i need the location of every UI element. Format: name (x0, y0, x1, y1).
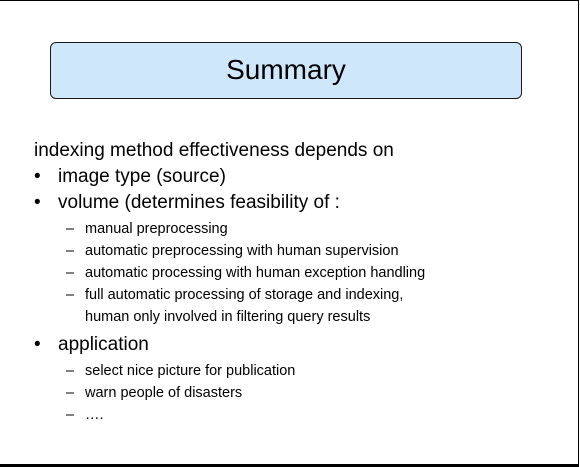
bullet-icon: • (34, 166, 41, 187)
dash-icon: – (66, 407, 75, 423)
sub-item: – automatic preprocessing with human sup… (58, 240, 564, 262)
sub-item: – full automatic processing of storage a… (58, 284, 564, 328)
slide-content: indexing method effectiveness depends on… (34, 138, 564, 430)
intro-text: indexing method effectiveness depends on (34, 140, 394, 161)
dash-icon: – (66, 265, 75, 281)
bullet-label: volume (determines feasibility of : (58, 192, 340, 213)
sub-item-label: automatic processing with human exceptio… (85, 265, 426, 281)
sub-item-label: automatic preprocessing with human super… (85, 243, 399, 259)
sub-item: – …. (58, 404, 564, 426)
bullet-item-application: • application – select nice picture for … (34, 332, 564, 426)
sub-item-label: …. (85, 407, 104, 423)
sub-item: – select nice picture for publication (58, 360, 564, 382)
bullet-icon: • (34, 192, 41, 213)
dash-icon: – (66, 287, 75, 303)
bullet-label: application (58, 334, 149, 355)
sub-list: – select nice picture for publication – … (58, 360, 564, 426)
bullet-label: image type (source) (58, 166, 226, 187)
sub-item-label-line-2: human only involved in filtering query r… (85, 309, 371, 325)
dash-icon: – (66, 243, 75, 259)
sub-item: – manual preprocessing (58, 218, 564, 240)
bullet-item-volume: • volume (determines feasibility of : – … (34, 190, 564, 328)
sub-list: – manual preprocessing – automatic prepr… (58, 218, 564, 328)
dash-icon: – (66, 221, 75, 237)
sub-item-label: manual preprocessing (85, 221, 228, 237)
sub-item: – automatic processing with human except… (58, 262, 564, 284)
bullet-item-image-type: • image type (source) (34, 164, 564, 190)
bullet-icon: • (34, 334, 41, 355)
bullet-list: • image type (source) • volume (determin… (34, 164, 564, 426)
sub-item-label: warn people of disasters (85, 385, 243, 401)
sub-item: – warn people of disasters (58, 382, 564, 404)
slide-title: Summary (226, 53, 346, 85)
dash-icon: – (66, 385, 75, 401)
dash-icon: – (66, 363, 75, 379)
sub-item-label: select nice picture for publication (85, 363, 296, 379)
title-box: Summary (50, 42, 522, 99)
sub-item-label-line-1: full automatic processing of storage and… (85, 287, 404, 303)
